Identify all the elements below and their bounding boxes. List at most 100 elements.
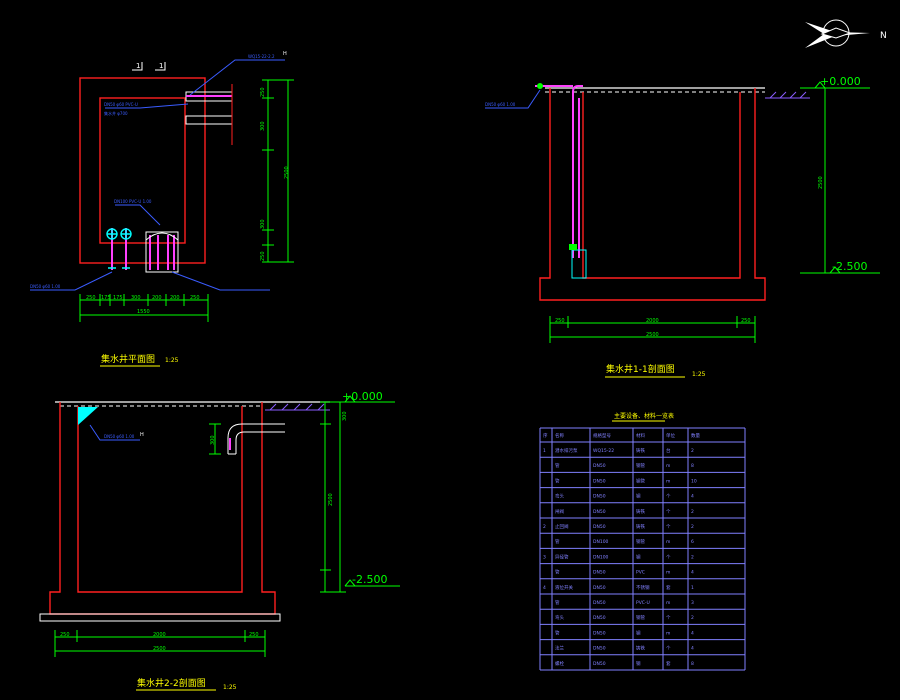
table-cell: 管 bbox=[555, 462, 560, 469]
s11-title: 集水井1-1剖面图 bbox=[606, 363, 675, 375]
s11-top-elevation: +0.000 bbox=[820, 75, 861, 88]
table-cell: 钢管 bbox=[636, 538, 645, 545]
table-cell: DN50 bbox=[593, 630, 606, 636]
plan-hdim-5: 200 bbox=[152, 295, 162, 301]
table-cell: 铸铁 bbox=[636, 645, 645, 652]
plan-annotation-2: 集水井 φ700 bbox=[104, 110, 128, 116]
table-cell: 个 bbox=[666, 615, 671, 621]
table-header-cell: 序 bbox=[543, 432, 548, 439]
table-cell: 个 bbox=[666, 494, 671, 500]
table-cell: 铸铁 bbox=[636, 447, 645, 454]
s22-h-mark: H bbox=[140, 432, 144, 438]
table-cell: m bbox=[666, 464, 670, 469]
table-cell: 个 bbox=[666, 509, 671, 515]
table-cell: 弯头 bbox=[555, 493, 564, 500]
plan-view: 1 1 DN50 φ60 P bbox=[30, 51, 294, 367]
table-cell: 弯头 bbox=[555, 614, 564, 621]
table-cell: 1 bbox=[691, 585, 694, 591]
table-cell: 止回阀 bbox=[555, 523, 569, 530]
table-cell: 4 bbox=[543, 585, 546, 591]
table-cell: 铸铁 bbox=[636, 523, 645, 530]
table-cell: m bbox=[666, 540, 670, 545]
table-cell: DN50 bbox=[593, 463, 606, 469]
table-cell: DN50 bbox=[593, 478, 606, 484]
table-cell: 钢 bbox=[636, 660, 641, 667]
plan-outer-wall bbox=[79, 77, 206, 264]
table-cell: 8 bbox=[691, 661, 694, 667]
plan-hdim-6: 200 bbox=[170, 295, 180, 301]
s22-vdim-3: 300 bbox=[342, 411, 348, 421]
s11-hdim-2: 2000 bbox=[646, 318, 659, 324]
s22-scale: 1:25 bbox=[223, 684, 237, 691]
table-header-cell: 材料 bbox=[636, 432, 645, 439]
table-cell: DN50 bbox=[593, 615, 606, 621]
plan-hdim-4: 300 bbox=[131, 295, 141, 301]
table-cell: DN100 bbox=[593, 554, 609, 560]
table-cell: DN50 bbox=[593, 661, 606, 667]
table-cell: 6 bbox=[691, 539, 694, 545]
s11-bottom-elevation: -2.500 bbox=[832, 260, 867, 273]
table-cell: 2 bbox=[691, 554, 694, 560]
table-header-cell: 名称 bbox=[555, 432, 564, 439]
table-cell: 套 bbox=[666, 584, 671, 591]
table-cell: DN50 bbox=[593, 524, 606, 530]
table-cell: 钢管 bbox=[636, 614, 645, 621]
table-cell: 3 bbox=[543, 554, 546, 560]
table-cell: 钢 bbox=[636, 553, 641, 560]
table-header-cell: 规格型号 bbox=[593, 432, 611, 439]
table-cell: DN50 bbox=[593, 494, 606, 500]
s22-hdim-2: 2000 bbox=[153, 632, 166, 638]
table-cell: 3 bbox=[691, 600, 694, 606]
north-compass-icon bbox=[805, 19, 870, 48]
table-cell: 管 bbox=[555, 569, 560, 576]
section-1-1: DN50 φ60 1.00 +0.000 -2.500 2500 250 200… bbox=[485, 75, 880, 378]
table-cell: 4 bbox=[691, 494, 694, 500]
table-cell: 管 bbox=[555, 538, 560, 545]
plan-vdim-3: 2500 bbox=[284, 166, 290, 179]
table-cell: 法兰 bbox=[555, 645, 564, 652]
table-cell: m bbox=[666, 571, 670, 576]
table-cell: 钢管 bbox=[636, 462, 645, 469]
plan-h-mark: H bbox=[283, 51, 287, 57]
table-cell: 管 bbox=[555, 629, 560, 636]
s22-vdim-1: 300 bbox=[210, 435, 216, 445]
table-cell: 个 bbox=[666, 554, 671, 560]
table-cell: 4 bbox=[691, 630, 694, 636]
plan-hdim-7: 250 bbox=[190, 295, 200, 301]
table-cell: m bbox=[666, 631, 670, 636]
plan-hdim-1: 250 bbox=[86, 295, 96, 301]
plan-annotation-1: DN50 φ60 PVC-U bbox=[104, 102, 138, 107]
plan-annotation-4: DN100 PVC-U 1.00 bbox=[114, 199, 152, 204]
table-cell: DN50 bbox=[593, 570, 606, 576]
plan-scale: 1:25 bbox=[165, 357, 179, 364]
plan-hdim-2: 175 bbox=[101, 295, 111, 301]
plan-vdim-4: 300 bbox=[260, 219, 266, 229]
s11-side-dim: 2500 bbox=[818, 176, 824, 189]
table-cell: 个 bbox=[666, 646, 671, 652]
table-cell: 液位开关 bbox=[555, 584, 573, 591]
table-cell: 4 bbox=[691, 646, 694, 652]
plan-hdim-3: 175 bbox=[113, 295, 123, 301]
plan-annotation-5: DN50 φ60 1.00 bbox=[30, 284, 61, 289]
table-cell: 套 bbox=[666, 660, 671, 667]
plan-title: 集水井平面图 bbox=[101, 353, 155, 365]
s11-hdim-3: 250 bbox=[741, 318, 751, 324]
table-cell: DN50 bbox=[593, 509, 606, 515]
table-cell: 异径管 bbox=[555, 553, 569, 560]
table-cell: 管 bbox=[555, 599, 560, 606]
s22-annotation: DN50 φ60 1.00 bbox=[104, 434, 135, 439]
table-cell: 2 bbox=[543, 524, 546, 530]
s22-hdim-3: 250 bbox=[249, 632, 259, 638]
plan-vdim-5: 250 bbox=[260, 251, 266, 261]
table-cell: DN50 bbox=[593, 646, 606, 652]
plan-section-mark-left: 1 bbox=[136, 62, 140, 70]
plan-inner-wall bbox=[99, 97, 186, 244]
table-cell: 闸阀 bbox=[555, 508, 564, 515]
table-cell: 不锈钢 bbox=[636, 584, 650, 591]
table-cell: 钢 bbox=[636, 493, 641, 500]
table-title: 主要设备、材料一览表 bbox=[614, 412, 674, 420]
table-cell: 钢管 bbox=[636, 477, 645, 484]
plan-vdim-1: 250 bbox=[260, 87, 266, 97]
s11-scale: 1:25 bbox=[692, 371, 706, 378]
s22-title: 集水井2-2剖面图 bbox=[137, 677, 206, 689]
